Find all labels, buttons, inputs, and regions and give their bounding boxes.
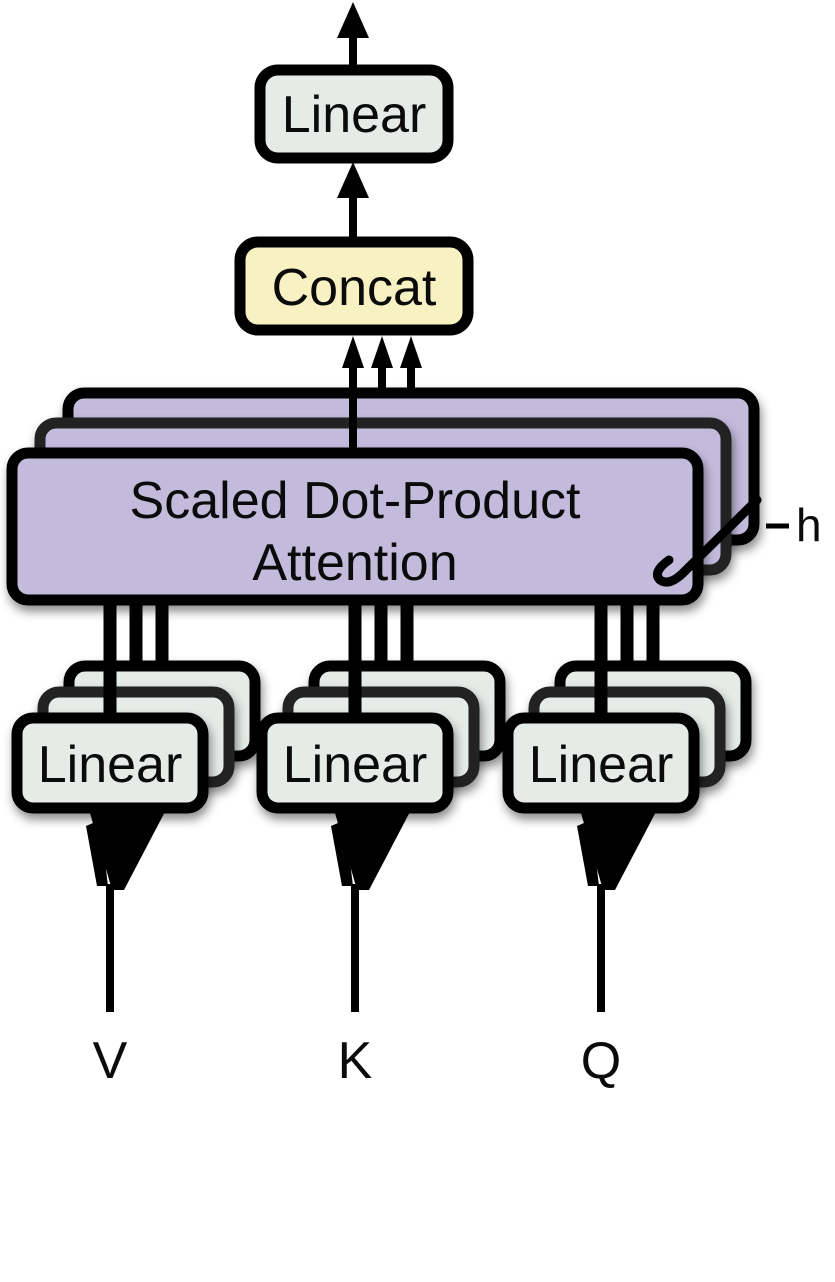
heads-annotation: h [653, 495, 822, 587]
proj-k-block: Linear [256, 712, 454, 814]
concat-box [234, 236, 474, 336]
input-branch-v [86, 806, 168, 890]
attention-block: Scaled Dot-Product Attention [6, 447, 704, 606]
concat-to-linear-arrow [337, 162, 369, 240]
input-fan-k [333, 806, 413, 890]
input-labels: V K Q [93, 1032, 622, 1090]
attention-label-line2: Attention [252, 534, 457, 592]
input-branch-k [331, 806, 413, 890]
heads-swoosh-mark [653, 495, 762, 587]
input-label-q: Q [581, 1032, 621, 1090]
proj-v-label: Linear [38, 736, 183, 794]
input-fan-q [579, 806, 659, 890]
concat-label: Concat [272, 259, 437, 317]
input-spur-q [577, 820, 599, 886]
attention-label-line1: Scaled Dot-Product [130, 472, 581, 530]
output-linear-block: Linear [254, 64, 454, 164]
proj-v-block: Linear [11, 712, 209, 814]
output-arrow [337, 2, 369, 70]
input-spur-k [331, 820, 353, 886]
attn-arrow-head-1 [342, 336, 364, 368]
input-spur-v [86, 820, 108, 886]
input-branch-q [577, 806, 659, 890]
input-fan-v [88, 806, 168, 890]
proj-k-label: Linear [283, 736, 428, 794]
heads-count-label: h [796, 499, 822, 551]
concat-to-linear-head [337, 162, 369, 198]
output-arrow-head [337, 2, 369, 38]
proj-q-block: Linear [502, 712, 700, 814]
output-linear-label: Linear [282, 86, 427, 144]
input-lines [106, 884, 605, 1012]
front-projection-connectors [103, 596, 608, 724]
proj-q-label: Linear [529, 736, 674, 794]
attn-arrow-head-3 [400, 336, 422, 368]
attn-arrow-head-2 [371, 336, 393, 368]
concat-block: Concat [234, 236, 474, 336]
output-linear-box [254, 64, 454, 164]
input-label-k: K [338, 1032, 373, 1090]
input-label-v: V [93, 1032, 128, 1090]
